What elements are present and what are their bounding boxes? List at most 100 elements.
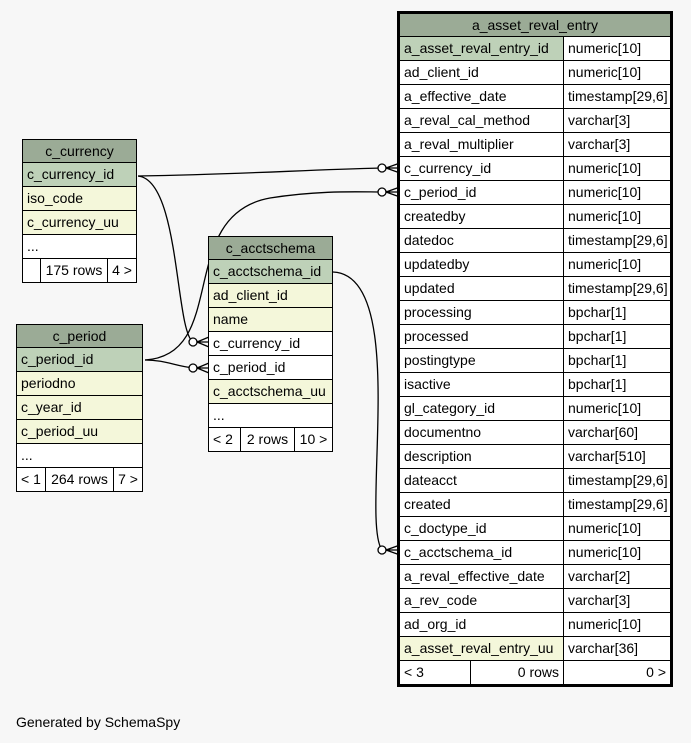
column-name: dateacct (400, 469, 563, 492)
column-row: c_currency_id (209, 332, 332, 356)
column-name: a_asset_reval_entry_uu (400, 637, 563, 660)
column-name: a_reval_multiplier (400, 133, 563, 156)
column-type: numeric[10] (563, 181, 670, 204)
column-name: a_rev_code (400, 589, 563, 612)
table-title[interactable]: a_asset_reval_entry (400, 14, 670, 37)
column-name: c_period_id (400, 181, 563, 204)
table-title[interactable]: c_currency (23, 140, 136, 163)
column-name[interactable]: name (209, 308, 332, 331)
table-a-asset-reval-entry[interactable]: a_asset_reval_entry a_asset_reval_entry_… (397, 11, 673, 687)
footer-children[interactable]: 10 > (294, 428, 332, 451)
footer-children[interactable]: 4 > (107, 259, 136, 282)
column-name: processing (400, 301, 563, 324)
column-row: ... (23, 235, 136, 259)
column-name[interactable]: c_currency_uu (23, 211, 136, 234)
column-type: bpchar[1] (563, 349, 670, 372)
column-type: varchar[2] (563, 565, 670, 588)
footer-parents[interactable]: < 1 (21, 471, 41, 487)
column-name: c_acctschema_id (400, 541, 563, 564)
footer-parents[interactable]: < 3 (404, 664, 424, 680)
column-name[interactable]: c_period_uu (17, 420, 142, 443)
column-type: timestamp[29,6] (563, 85, 670, 108)
column-name: documentno (400, 421, 563, 444)
footer-parents[interactable] (23, 259, 40, 282)
column-type: numeric[10] (563, 397, 670, 420)
column-type: timestamp[29,6] (563, 469, 670, 492)
column-type: numeric[10] (563, 37, 670, 60)
footer-parents[interactable]: < 2 (213, 431, 233, 447)
column-name: postingtype (400, 349, 563, 372)
column-type: numeric[10] (563, 517, 670, 540)
column-name[interactable]: c_currency_id (23, 163, 136, 186)
crowfoot-circle (377, 187, 387, 197)
column-type: bpchar[1] (563, 373, 670, 396)
column-name[interactable]: periodno (17, 372, 142, 395)
column-row: c_acctschema_uu (209, 380, 332, 404)
footer-row-count: 2 rows (240, 428, 294, 451)
column-name: a_effective_date (400, 85, 563, 108)
table-c-period[interactable]: c_period c_period_id periodno c_year_id … (16, 324, 143, 492)
column-name[interactable]: c_acctschema_id (209, 260, 332, 283)
column-name[interactable]: c_acctschema_uu (209, 380, 332, 403)
column-type: timestamp[29,6] (563, 277, 670, 300)
column-name[interactable]: c_period_id (209, 356, 332, 379)
link-period-to-reval (144, 191, 383, 361)
column-type: numeric[10] (563, 613, 670, 636)
column-name[interactable]: c_year_id (17, 396, 142, 419)
crowfoot (196, 336, 210, 348)
table-title[interactable]: c_period (17, 325, 142, 348)
column-row: c_period_id (17, 348, 142, 372)
column-name[interactable]: iso_code (23, 187, 136, 210)
column-name: a_asset_reval_entry_id (400, 37, 563, 60)
column-name: a_reval_effective_date (400, 565, 563, 588)
column-name[interactable]: c_period_id (17, 348, 142, 371)
column-name: a_reval_cal_method (400, 109, 563, 132)
column-name: ad_org_id (400, 613, 563, 636)
column-name: created (400, 493, 563, 516)
table-c-acctschema[interactable]: c_acctschema c_acctschema_id ad_client_i… (208, 236, 333, 452)
column-name[interactable]: c_currency_id (209, 332, 332, 355)
column-row: c_period_id (209, 356, 332, 380)
crowfoot (196, 362, 210, 374)
table-title[interactable]: c_acctschema (209, 237, 332, 260)
table-footer: 175 rows 4 > (23, 259, 136, 282)
column-row: ... (17, 444, 142, 468)
column-name[interactable]: ad_client_id (209, 284, 332, 307)
table-c-currency[interactable]: c_currency c_currency_id iso_code c_curr… (22, 139, 137, 283)
table-footer: < 1 264 rows 7 > (17, 468, 142, 491)
crowfoot-circle (188, 363, 198, 373)
column-name: datedoc (400, 229, 563, 252)
column-type: varchar[3] (563, 589, 670, 612)
footer-children[interactable]: 0 > (563, 661, 670, 684)
column-row: name (209, 308, 332, 332)
crowfoot-circle (188, 337, 198, 347)
footer-children[interactable]: 7 > (113, 468, 142, 491)
